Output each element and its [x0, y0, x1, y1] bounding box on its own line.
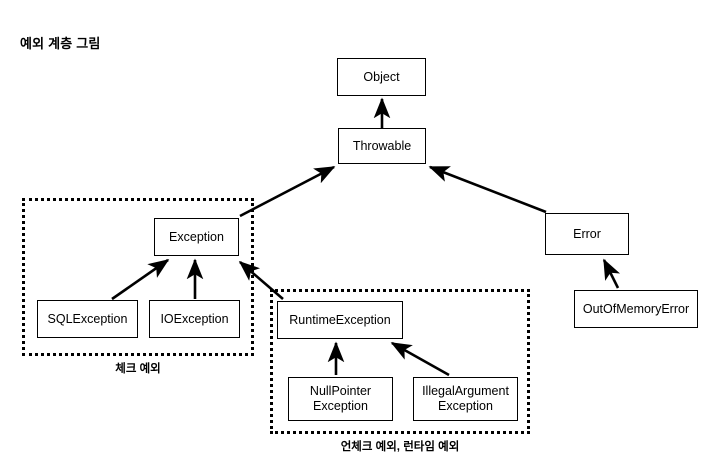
group-label-unchecked: 언체크 예외, 런타임 예외 — [340, 441, 460, 453]
node-ioexception[interactable]: IOException — [149, 300, 240, 338]
page-title: 예외 계층 그림 — [20, 36, 101, 51]
node-outofmemoryerror[interactable]: OutOfMemoryError — [574, 290, 698, 328]
node-error-label: Error — [573, 226, 601, 241]
node-nullpointerexception[interactable]: NullPointer Exception — [288, 377, 393, 421]
edge-exception-throwable — [239, 165, 336, 218]
group-box-unchecked — [270, 289, 530, 434]
node-ioexception-label: IOException — [160, 311, 229, 326]
node-error[interactable]: Error — [545, 213, 629, 255]
node-sqlexception[interactable]: SQLException — [37, 300, 138, 338]
edge-outofmemoryerror-error — [602, 258, 621, 289]
edge-error-throwable — [428, 165, 547, 214]
node-illegalargumentexception-label-line1: IllegalArgument — [422, 384, 509, 399]
node-object[interactable]: Object — [337, 58, 426, 96]
node-exception-label: Exception — [169, 229, 224, 244]
node-outofmemoryerror-label: OutOfMemoryError — [582, 301, 690, 316]
node-throwable[interactable]: Throwable — [338, 128, 426, 164]
node-illegalargumentexception-label-line2: Exception — [438, 399, 493, 413]
node-runtimeexception[interactable]: RuntimeException — [277, 301, 403, 339]
group-label-checked: 체크 예외 — [115, 363, 161, 375]
node-exception[interactable]: Exception — [154, 218, 239, 256]
node-illegalargumentexception[interactable]: IllegalArgument Exception — [413, 377, 518, 421]
node-throwable-label: Throwable — [352, 138, 412, 153]
node-sqlexception-label: SQLException — [47, 311, 128, 326]
node-runtimeexception-label: RuntimeException — [289, 312, 391, 327]
node-nullpointerexception-label-line1: NullPointer — [309, 384, 372, 399]
node-object-label: Object — [363, 69, 400, 84]
node-nullpointerexception-label-line2: Exception — [313, 399, 368, 413]
